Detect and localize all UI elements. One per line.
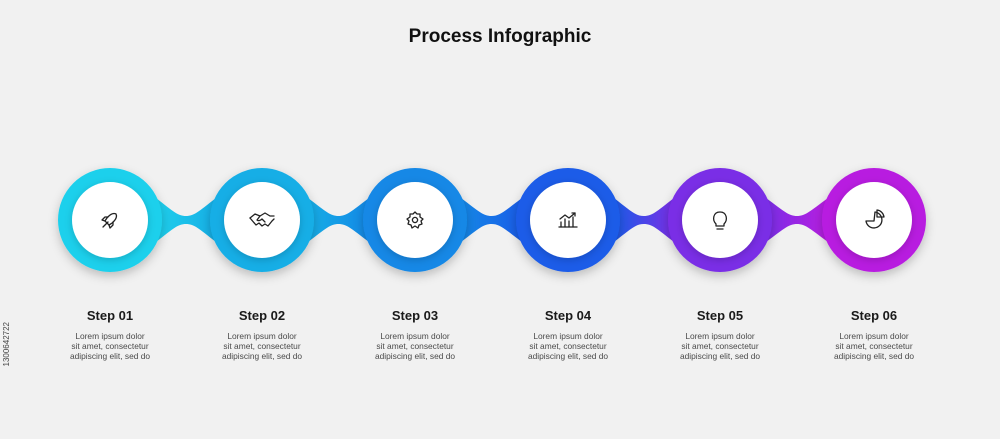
step-description-line: Lorem ipsum dolor: [533, 331, 603, 341]
step-description-line: adipiscing elit, sed do: [833, 351, 915, 362]
step-description-line: sit amet, consectetur: [835, 341, 913, 352]
step-description-line: adipiscing elit, sed do: [221, 351, 303, 362]
step-description-line: adipiscing elit, sed do: [374, 351, 456, 362]
step-inner-circle: [224, 182, 300, 258]
pie-chart-icon: [865, 209, 885, 229]
step-label: Step 02: [238, 308, 286, 323]
step-inner-circle: [530, 182, 606, 258]
handshake-icon: [249, 212, 275, 227]
watermark-id: 1300642722: [2, 322, 11, 367]
step-description-line: adipiscing elit, sed do: [527, 351, 609, 362]
lightbulb-icon: [713, 211, 727, 230]
step-description-line: sit amet, consectetur: [529, 341, 607, 352]
connector: [614, 198, 674, 242]
step-label: Step 03: [391, 308, 439, 323]
step-inner-circle: [72, 182, 148, 258]
step-label: Step 01: [86, 308, 134, 323]
step-description-line: Lorem ipsum dolor: [227, 331, 297, 341]
step-description-line: sit amet, consectetur: [681, 341, 759, 352]
step-description-line: Lorem ipsum dolor: [75, 331, 145, 341]
step-label: Step 05: [696, 308, 744, 323]
step-description-line: Lorem ipsum dolor: [685, 331, 755, 341]
step-label: Step 04: [544, 308, 592, 323]
step-description-line: sit amet, consectetur: [376, 341, 454, 352]
step-description-line: sit amet, consectetur: [71, 341, 149, 352]
step-inner-circle: [682, 182, 758, 258]
step-label: Step 06: [850, 308, 898, 323]
step-description-line: sit amet, consectetur: [223, 341, 301, 352]
connector: [156, 198, 216, 242]
page-title: Process Infographic: [408, 26, 592, 47]
gear-icon: [406, 211, 424, 229]
bar-chart-icon: [558, 212, 578, 228]
step-description-line: adipiscing elit, sed do: [679, 351, 761, 362]
step-description-line: Lorem ipsum dolor: [839, 331, 909, 341]
connector: [766, 198, 828, 242]
step-description-line: Lorem ipsum dolor: [380, 331, 450, 341]
step-inner-circle: [377, 182, 453, 258]
step-description-line: adipiscing elit, sed do: [69, 351, 151, 362]
rocket-icon: [101, 212, 118, 229]
connector: [461, 198, 522, 242]
connector: [308, 198, 369, 242]
